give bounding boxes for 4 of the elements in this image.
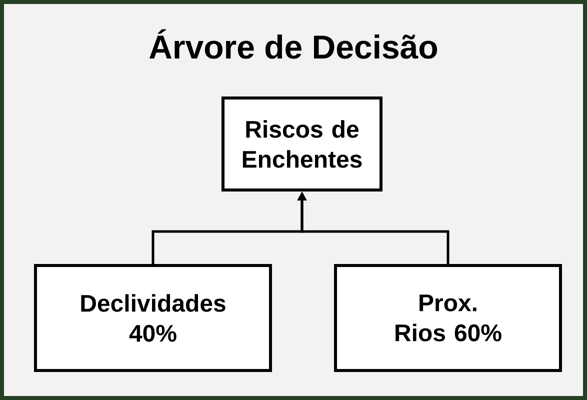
process-box: Declividades 40% — [34, 264, 272, 372]
process-box: Riscos de Enchentes — [222, 96, 382, 192]
process-box: Prox. Rios 60% — [334, 264, 562, 372]
title: Árvore de Decisão — [149, 29, 438, 59]
